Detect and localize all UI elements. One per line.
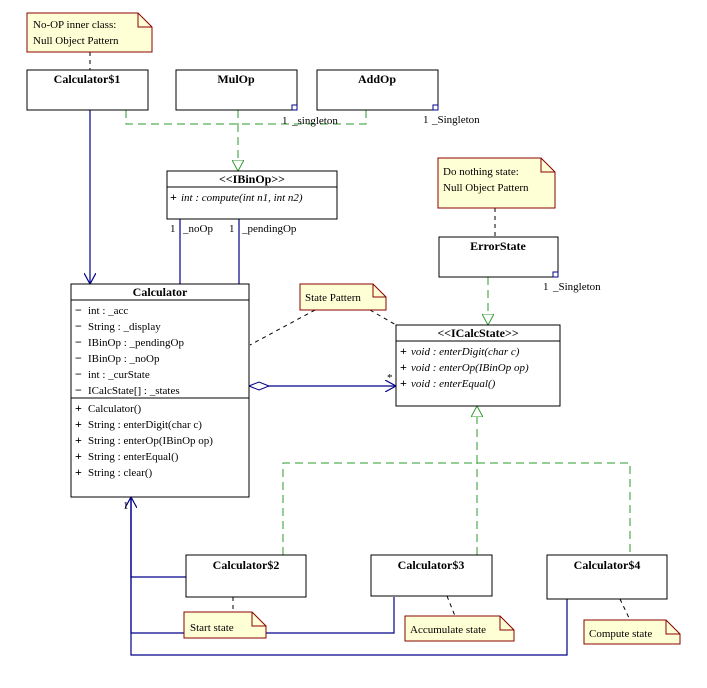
note-start-state-text: Start state xyxy=(190,622,234,634)
class-errorstate[interactable]: ErrorState xyxy=(438,236,559,278)
class-mulop-name: MulOp xyxy=(217,72,255,86)
class-addop[interactable]: AddOp xyxy=(316,69,439,111)
attr-acc: int : _acc xyxy=(88,305,128,317)
singleton-self-icon xyxy=(552,271,559,278)
generalizations xyxy=(125,110,631,555)
method-enterop: String : enterOp(IBinOp op) xyxy=(88,435,213,447)
note-state-pattern-text: State Pattern xyxy=(305,292,361,304)
singleton-self-icon xyxy=(291,104,298,111)
class-calculator-2-name: Calculator$2 xyxy=(213,558,280,572)
note-start-state: Start state xyxy=(183,611,267,639)
method-visibility-icon: + xyxy=(75,449,82,463)
association-labels: 1 _singleton 1 _Singleton 1 _Singleton 1… xyxy=(123,114,601,512)
note-compute-state-text: Compute state xyxy=(589,628,652,640)
note-anchors xyxy=(89,52,631,621)
class-calculator-4-name: Calculator$4 xyxy=(574,558,641,572)
attribute-visibility-icon: − xyxy=(75,367,82,381)
attribute-visibility-icon: − xyxy=(75,383,82,397)
note-accumulate-state: Accumulate state xyxy=(404,615,515,642)
class-calculator-3-name: Calculator$3 xyxy=(398,558,465,572)
interface-ibinop[interactable]: <<IBinOp>> + int : compute(int n1, int n… xyxy=(166,170,338,220)
attribute-visibility-icon: − xyxy=(75,303,82,317)
attr-pendingop: IBinOp : _pendingOp xyxy=(88,337,184,349)
attr-curstate: int : _curState xyxy=(88,369,150,381)
note-compute-state: Compute state xyxy=(583,619,681,645)
icalcstate-method-enterop: void : enterOp(IBinOp op) xyxy=(411,362,529,374)
ibinop-method-compute: int : compute(int n1, int n2) xyxy=(181,192,303,204)
attribute-visibility-icon: − xyxy=(75,335,82,349)
calculator-methods: + Calculator() + String : enterDigit(cha… xyxy=(75,401,213,479)
noop-role: _noOp xyxy=(182,223,213,235)
note-state-pattern: State Pattern xyxy=(299,283,387,311)
icalcstate-method-enterequal: void : enterEqual() xyxy=(411,378,496,390)
associations xyxy=(90,110,568,656)
pendingop-role: _pendingOp xyxy=(241,223,297,235)
singleton-self-icon xyxy=(432,104,439,111)
class-calculator-1[interactable]: Calculator$1 xyxy=(26,69,149,111)
mulop-role: _singleton xyxy=(291,115,338,127)
icalcstate-method-enterdigit: void : enterDigit(char c) xyxy=(411,346,520,358)
class-mulop[interactable]: MulOp xyxy=(175,69,298,111)
note-donothing: Do nothing state: Null Object Pattern xyxy=(437,157,556,209)
note-noop-line-1: No-OP inner class: xyxy=(33,19,116,31)
method-visibility-icon: + xyxy=(75,401,82,415)
noop-multiplicity: 1 xyxy=(170,223,176,235)
errorstate-role: _Singleton xyxy=(552,281,601,293)
method-visibility-icon: + xyxy=(400,376,407,390)
method-visibility-icon: + xyxy=(400,344,407,358)
note-donothing-line-2: Null Object Pattern xyxy=(443,182,529,194)
class-calculator-1-name: Calculator$1 xyxy=(54,72,121,86)
attr-noop: IBinOp : _noOp xyxy=(88,353,160,365)
method-visibility-icon: + xyxy=(400,360,407,374)
method-visibility-icon: + xyxy=(170,190,177,204)
attr-states: ICalcState[] : _states xyxy=(88,385,180,397)
attribute-visibility-icon: − xyxy=(75,351,82,365)
note-noop: No-OP inner class: Null Object Pattern xyxy=(26,12,153,53)
calculator-attributes: − int : _acc − String : _display − IBinO… xyxy=(75,303,184,397)
method-visibility-icon: + xyxy=(75,433,82,447)
class-errorstate-name: ErrorState xyxy=(470,239,526,253)
addop-multiplicity: 1 xyxy=(423,114,429,126)
class-addop-name: AddOp xyxy=(358,72,396,86)
note-noop-line-2: Null Object Pattern xyxy=(33,35,119,47)
interface-ibinop-name: <<IBinOp>> xyxy=(219,172,285,186)
method-constructor: Calculator() xyxy=(88,403,141,415)
class-calculator-3[interactable]: Calculator$3 xyxy=(370,554,493,597)
class-calculator[interactable]: Calculator − int : _acc − String : _disp… xyxy=(70,283,250,498)
attribute-visibility-icon: − xyxy=(75,319,82,333)
method-visibility-icon: + xyxy=(75,465,82,479)
interface-icalcstate[interactable]: <<ICalcState>> + void : enterDigit(char … xyxy=(395,324,561,407)
method-visibility-icon: + xyxy=(75,417,82,431)
class-calculator-2[interactable]: Calculator$2 xyxy=(185,554,307,598)
states-multiplicity: * xyxy=(387,372,393,384)
note-donothing-line-1: Do nothing state: xyxy=(443,166,519,178)
class-calculator-4[interactable]: Calculator$4 xyxy=(546,554,668,600)
method-clear: String : clear() xyxy=(88,467,152,479)
class-calculator-name: Calculator xyxy=(133,285,188,299)
calculator-multiplicity: 1 xyxy=(123,500,129,512)
mulop-multiplicity: 1 xyxy=(282,115,288,127)
method-enterequal: String : enterEqual() xyxy=(88,451,179,463)
errorstate-multiplicity: 1 xyxy=(543,281,549,293)
attr-display: String : _display xyxy=(88,321,161,333)
method-enterdigit: String : enterDigit(char c) xyxy=(88,419,202,431)
interface-icalcstate-name: <<ICalcState>> xyxy=(437,326,519,340)
addop-role: _Singleton xyxy=(431,114,480,126)
pendingop-multiplicity: 1 xyxy=(229,223,235,235)
note-accumulate-state-text: Accumulate state xyxy=(410,624,486,636)
